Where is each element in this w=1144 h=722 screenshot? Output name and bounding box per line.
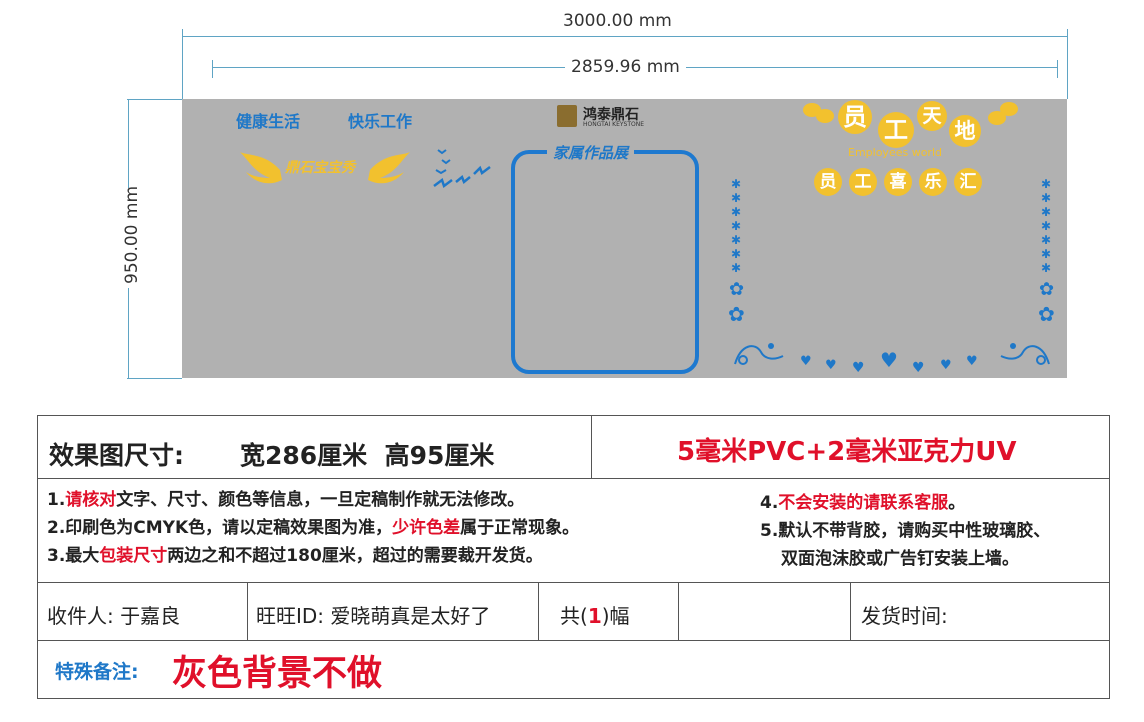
- hearts-row: ♥ ♥ ♥ ♥ ♥ ♥ ♥: [800, 348, 978, 376]
- swirl-left-icon: [731, 334, 787, 374]
- logo-subtext: HONGTAI KEYSTONE: [583, 121, 645, 128]
- birds-decoration: [432, 146, 494, 194]
- material-text: 5毫米PVC+2毫米亚克力UV: [677, 437, 1017, 467]
- staff-sub-char-5: 汇: [954, 168, 982, 196]
- size-label: 效果图尺寸:: [49, 441, 184, 470]
- outer-width-dimension: [182, 29, 1068, 99]
- butterfly-right-icon: [985, 100, 1019, 132]
- size-value: 宽286厘米 高95厘米: [240, 441, 495, 470]
- swirl-right-icon: [997, 334, 1053, 374]
- wings-emblem: 鼎石宝宝秀: [240, 148, 410, 188]
- staff-title-char-2: 工: [878, 112, 914, 148]
- logo-icon: [557, 105, 577, 127]
- special-note-value: 灰色背景不做: [172, 654, 383, 694]
- recipient-field: 收件人: 于嘉良: [47, 604, 181, 628]
- count-field: 共(1)幅: [560, 604, 630, 628]
- count-value: 1: [587, 604, 602, 628]
- staff-title-char-4: 地: [949, 115, 981, 147]
- flower-border-left: ✱ ✱ ✱ ✱ ✱ ✱ ✱ ✿ ✿: [728, 177, 745, 326]
- staff-sub-char-1: 员: [814, 168, 842, 196]
- staff-title-char-3: 天: [917, 101, 947, 131]
- staff-english: Employees world: [848, 146, 942, 159]
- special-note-label: 特殊备注:: [55, 661, 139, 683]
- ship-time-field: 发货时间:: [861, 604, 948, 628]
- wings-icon: [240, 152, 410, 184]
- company-logo: 鸿泰鼎石 HONGTAI KEYSTONE: [557, 105, 647, 131]
- note-5: 5.默认不带背胶，请购买中性玻璃胶、: [760, 521, 1051, 541]
- spec-table: [37, 415, 1110, 699]
- wangwang-field: 旺旺ID: 爱晓萌真是太好了: [256, 604, 491, 628]
- slogan-left: 健康生活: [236, 112, 301, 131]
- outer-width-label: 3000.00 mm: [557, 11, 678, 31]
- staff-sub-char-4: 乐: [919, 168, 947, 196]
- wings-text: 鼎石宝宝秀: [285, 160, 355, 176]
- flower-border-right: ✱ ✱ ✱ ✱ ✱ ✱ ✱ ✿ ✿: [1038, 177, 1055, 326]
- note-2: 2.印刷色为CMYK色，请以定稿效果图为准，少许色差属于正常现象。: [47, 518, 580, 538]
- butterfly-left-icon: [803, 100, 837, 132]
- note-4: 4.不会安装的请联系客服。: [760, 493, 966, 513]
- gallery-title: 家属作品展: [547, 142, 635, 163]
- inner-width-label: 2859.96 mm: [565, 57, 686, 77]
- birds-icon: [433, 149, 491, 189]
- family-gallery-frame: [511, 150, 699, 374]
- note-3: 3.最大包装尺寸两边之和不超过180厘米，超过的需要裁开发货。: [47, 546, 543, 566]
- staff-sub-char-3: 喜: [884, 168, 912, 196]
- note-5-continued: 双面泡沫胶或广告钉安装上墙。: [781, 549, 1019, 569]
- staff-title-char-1: 员: [838, 100, 872, 134]
- height-label: 950.00 mm: [122, 186, 142, 288]
- logo-text: 鸿泰鼎石: [583, 107, 639, 123]
- note-1: 1.请核对文字、尺寸、颜色等信息，一旦定稿制作就无法修改。: [47, 490, 525, 510]
- slogan-right: 快乐工作: [348, 112, 413, 131]
- staff-sub-char-2: 工: [849, 168, 877, 196]
